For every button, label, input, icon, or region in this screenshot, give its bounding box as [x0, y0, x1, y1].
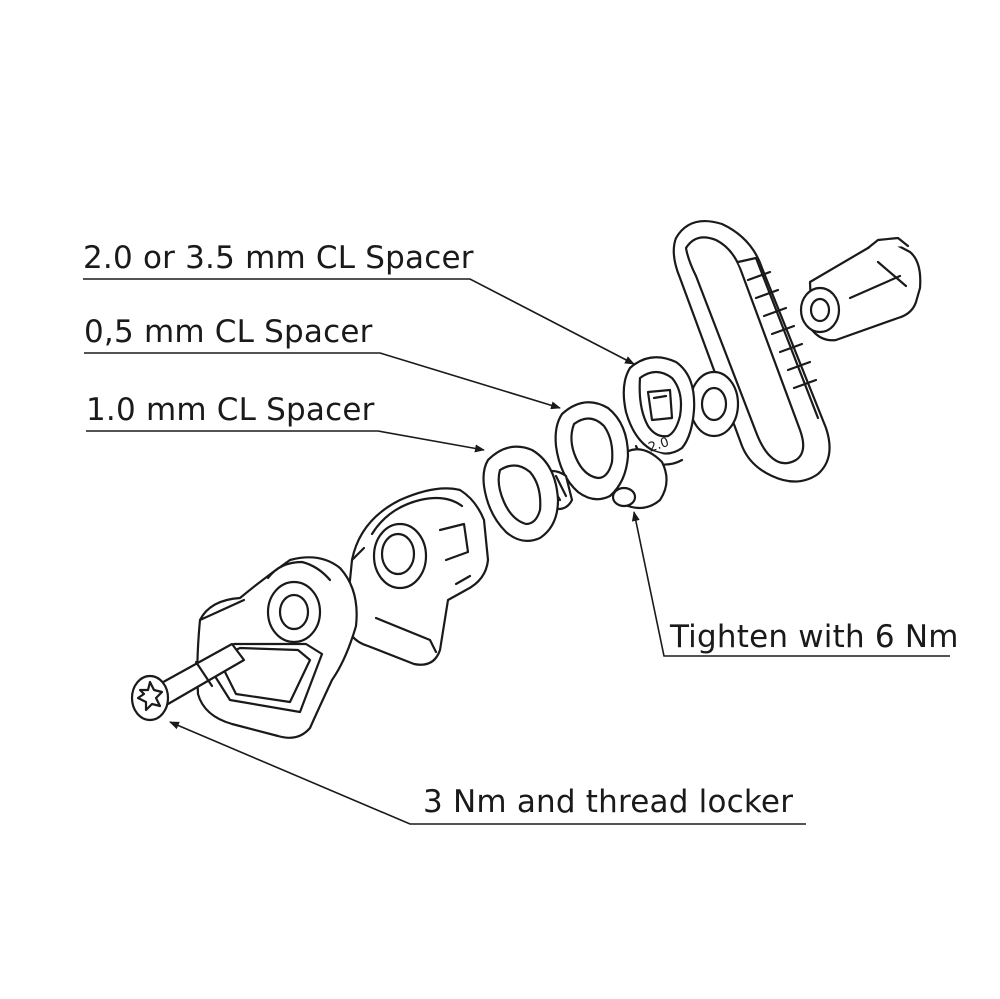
spacer-thickness-mark: 2.0 — [647, 435, 671, 456]
slotted-clamp-arm — [672, 220, 831, 483]
callout-spacer-1-0: 1.0 mm CL Spacer — [86, 392, 375, 428]
middle-clamp-bracket — [344, 487, 490, 666]
spacer-1-0-mm — [482, 445, 560, 543]
leader-spacer-05 — [84, 352, 561, 410]
barrel-nut — [799, 236, 922, 342]
leader-spacer-10 — [86, 430, 485, 453]
callout-thread-locker: 3 Nm and thread locker — [423, 784, 794, 820]
callout-spacer-0-5: 0,5 mm CL Spacer — [84, 314, 373, 350]
spacer-0-5-mm — [554, 401, 630, 501]
spacer-2-0-mm — [622, 356, 696, 466]
leader-thread — [169, 721, 806, 825]
callout-spacer-2-0-or-3-5: 2.0 or 3.5 mm CL Spacer — [83, 240, 474, 276]
triangular-clamp — [196, 556, 358, 739]
callout-tighten-torque: Tighten with 6 Nm — [670, 619, 959, 655]
long-screw — [130, 642, 246, 722]
leader-tighten — [631, 511, 950, 657]
leader-spacer-20 — [83, 278, 635, 365]
